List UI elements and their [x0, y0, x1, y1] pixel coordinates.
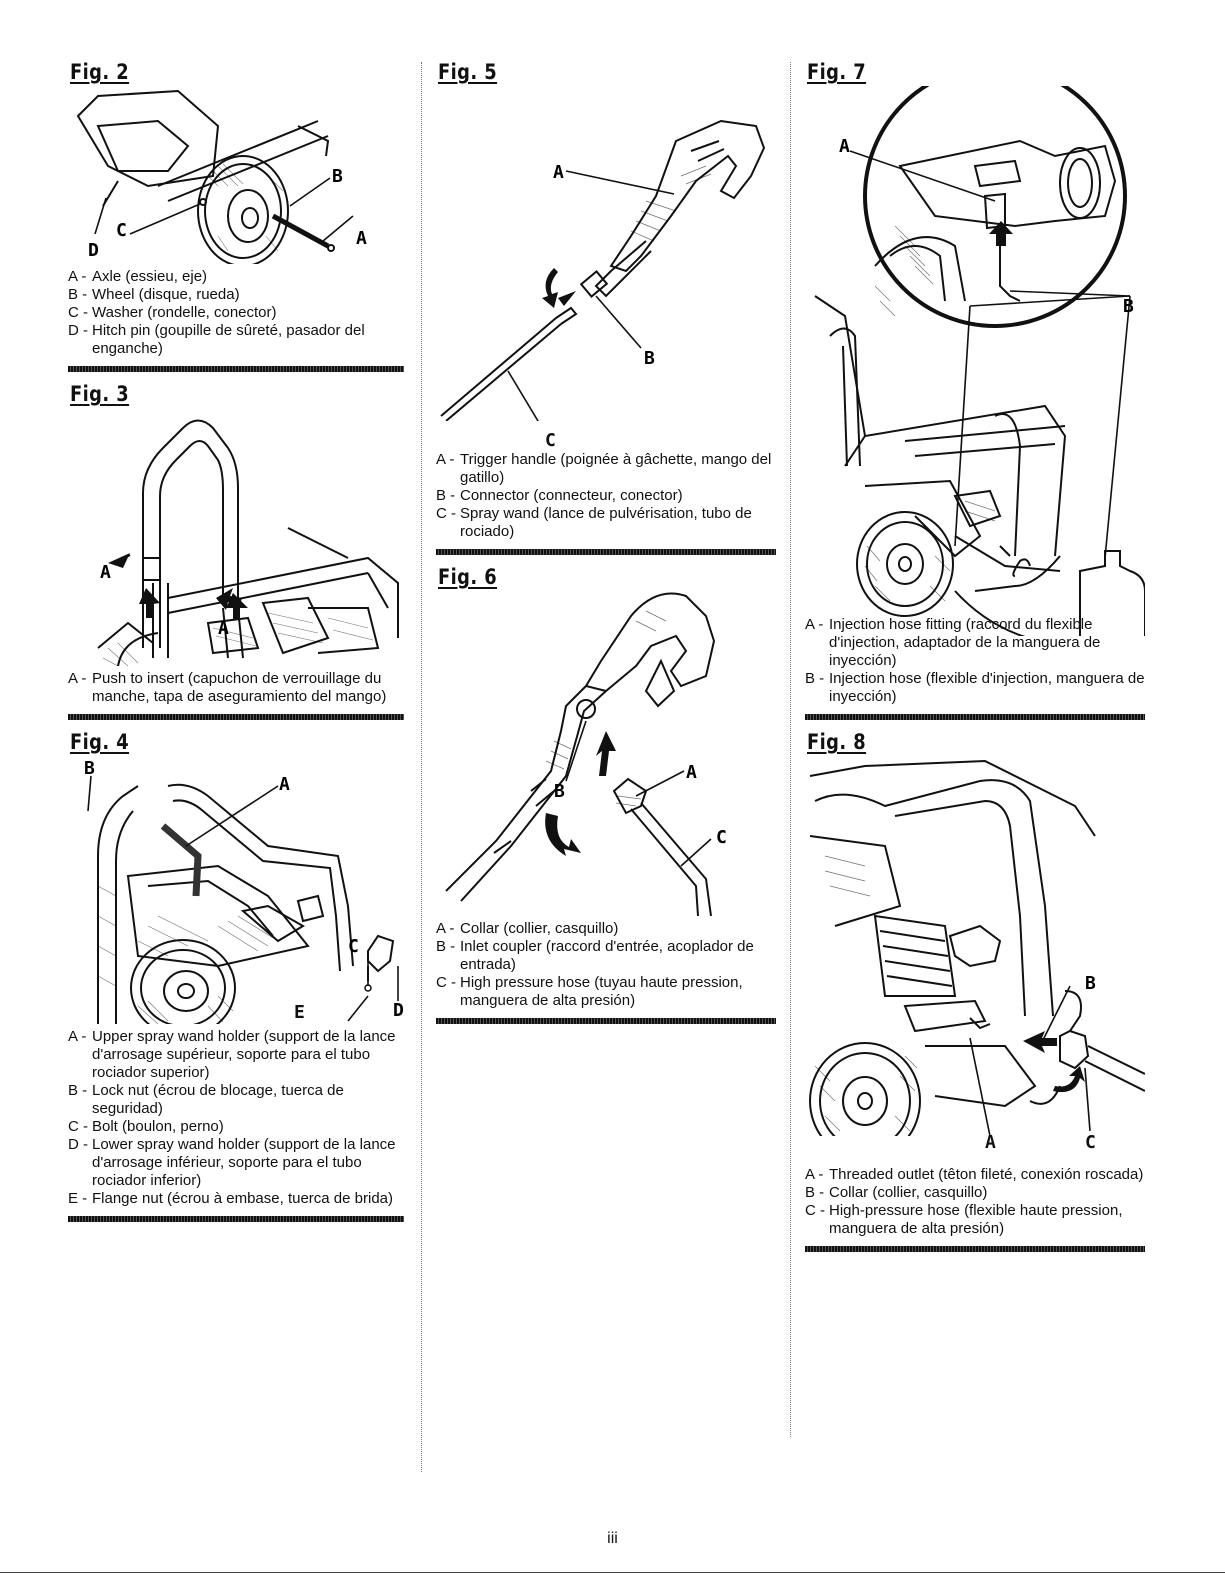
section-divider — [436, 1018, 776, 1024]
figure-8-label-b: B — [1085, 973, 1096, 994]
figure-7-label-b: B — [1123, 296, 1134, 317]
figure-3-label-a-right: A — [218, 618, 229, 639]
figure-2-label-d: D — [88, 240, 99, 261]
figure-5-label-c: C — [545, 430, 556, 451]
caption-row: B -Lock nut (écrou de blocage, tuerca de… — [68, 1082, 344, 1117]
figure-6-caption: A -Collar (collier, casquillo) B -Inlet … — [436, 920, 776, 1010]
figure-5-illustration: A B C — [436, 86, 776, 451]
caption-row: A -Threaded outlet (têton fileté, conexi… — [805, 1166, 1144, 1183]
figure-4-label-c: C — [348, 936, 359, 957]
caption-row: C -Bolt (boulon, perno) — [68, 1118, 224, 1135]
page-number: iii — [607, 1530, 618, 1547]
caption-row: A -Push to insert (capuchon de verrouill… — [68, 670, 387, 705]
column-middle: Fig. 5 — [436, 60, 776, 1034]
caption-row: B -Wheel (disque, rueda) — [68, 286, 240, 303]
figure-8-illustration: B A C — [805, 756, 1145, 1153]
figure-7-caption: A -Injection hose fitting (raccord du fl… — [805, 616, 1145, 706]
hose-coupler-drawing: B A C — [445, 592, 727, 916]
figure-3-title: Fig. 3 — [70, 382, 130, 406]
figure-4-label-b: B — [84, 758, 95, 779]
figure-7-title: Fig. 7 — [807, 60, 867, 84]
figure-8-label-c: C — [1085, 1132, 1096, 1153]
figure-2-label-a: A — [356, 228, 367, 249]
figure-6-label-c: C — [716, 827, 727, 848]
figure-2-label-b: B — [332, 166, 343, 187]
figure-7-illustration: A B — [805, 86, 1145, 636]
figure-8-label-a: A — [985, 1132, 996, 1153]
section-divider — [68, 366, 404, 372]
column-divider-1 — [421, 62, 422, 1472]
caption-row: E -Flange nut (écrou à embase, tuerca de… — [68, 1190, 394, 1207]
figure-4-caption: A -Upper spray wand holder (support de l… — [68, 1028, 404, 1208]
caption-row: C -Washer (rondelle, conector) — [68, 304, 277, 321]
figure-8-title: Fig. 8 — [807, 730, 867, 754]
caption-row: A -Axle (essieu, eje) — [68, 268, 208, 285]
handle-insert-drawing: A A — [97, 419, 399, 666]
figure-2: Fig. 2 — [68, 60, 404, 372]
figure-5: Fig. 5 — [436, 60, 776, 555]
figure-3-illustration: A A — [68, 408, 404, 666]
figure-4-illustration: A B C D E — [68, 756, 404, 1024]
figure-4-label-e: E — [294, 1002, 305, 1023]
figure-6: Fig. 6 — [436, 565, 776, 1024]
figure-6-label-a: A — [686, 762, 697, 783]
caption-row: A -Collar (collier, casquillo) — [436, 920, 619, 937]
figure-2-illustration: B A C D — [68, 86, 404, 264]
section-divider — [436, 549, 776, 555]
section-divider — [805, 1246, 1145, 1252]
figure-3-caption: A -Push to insert (capuchon de verrouill… — [68, 670, 404, 706]
figure-3-label-a-left: A — [100, 562, 111, 583]
figure-5-caption: A -Trigger handle (poignée à gâchette, m… — [436, 451, 776, 541]
caption-row: B -Inlet coupler (raccord d'entrée, acop… — [436, 938, 754, 973]
figure-8: Fig. 8 — [805, 730, 1145, 1252]
caption-row: C -Spray wand (lance de pulvérisation, t… — [436, 505, 752, 540]
high-pressure-outlet-drawing: B — [809, 759, 1145, 1136]
section-divider — [805, 714, 1145, 720]
column-divider-2 — [790, 62, 791, 1437]
caption-row: A -Injection hose fitting (raccord du fl… — [805, 616, 1101, 669]
figure-8-caption: A -Threaded outlet (têton fileté, conexi… — [805, 1166, 1145, 1238]
caption-row: C -High-pressure hose (flexible haute pr… — [805, 1202, 1123, 1237]
section-divider — [68, 714, 404, 720]
column-right: Fig. 7 — [805, 60, 1145, 1262]
wand-holder-drawing: A B C D — [84, 758, 404, 1024]
caption-row: D -Lower spray wand holder (support de l… — [68, 1136, 396, 1189]
figure-2-label-c: C — [116, 220, 127, 241]
figure-3: Fig. 3 — [68, 382, 404, 720]
figure-5-label-b: B — [644, 348, 655, 369]
caption-row: B -Injection hose (flexible d'injection,… — [805, 670, 1145, 705]
page-bottom-rule — [0, 1572, 1225, 1573]
caption-row: B -Connector (connecteur, conector) — [436, 487, 683, 504]
figure-5-label-a: A — [553, 162, 564, 183]
figure-2-title: Fig. 2 — [70, 60, 130, 84]
figure-2-caption: A -Axle (essieu, eje) B -Wheel (disque, … — [68, 268, 404, 358]
caption-row: A -Trigger handle (poignée à gâchette, m… — [436, 451, 772, 486]
caption-row: C -High pressure hose (tuyau haute press… — [436, 974, 743, 1009]
wheel-assembly-drawing: B A C D — [76, 89, 367, 264]
figure-4: Fig. 4 — [68, 730, 404, 1222]
section-divider — [68, 1216, 404, 1222]
figure-7-label-a: A — [839, 136, 850, 157]
caption-row: D -Hitch pin (goupille de sûreté, pasado… — [68, 322, 365, 357]
figure-6-illustration: B A C — [436, 591, 776, 916]
figure-7: Fig. 7 — [805, 60, 1145, 720]
figure-6-title: Fig. 6 — [438, 565, 498, 589]
caption-row: A -Upper spray wand holder (support de l… — [68, 1028, 396, 1081]
figure-5-title: Fig. 5 — [438, 60, 498, 84]
column-left: Fig. 2 — [68, 60, 404, 1232]
caption-row: B -Collar (collier, casquillo) — [805, 1184, 988, 1201]
figure-4-title: Fig. 4 — [70, 730, 130, 754]
injection-hose-drawing: A B — [814, 86, 1145, 636]
figure-4-label-a: A — [279, 774, 290, 795]
figure-6-label-b: B — [554, 781, 565, 802]
figure-4-label-d: D — [393, 1000, 404, 1021]
spray-wand-connection-drawing: A B — [440, 119, 766, 421]
